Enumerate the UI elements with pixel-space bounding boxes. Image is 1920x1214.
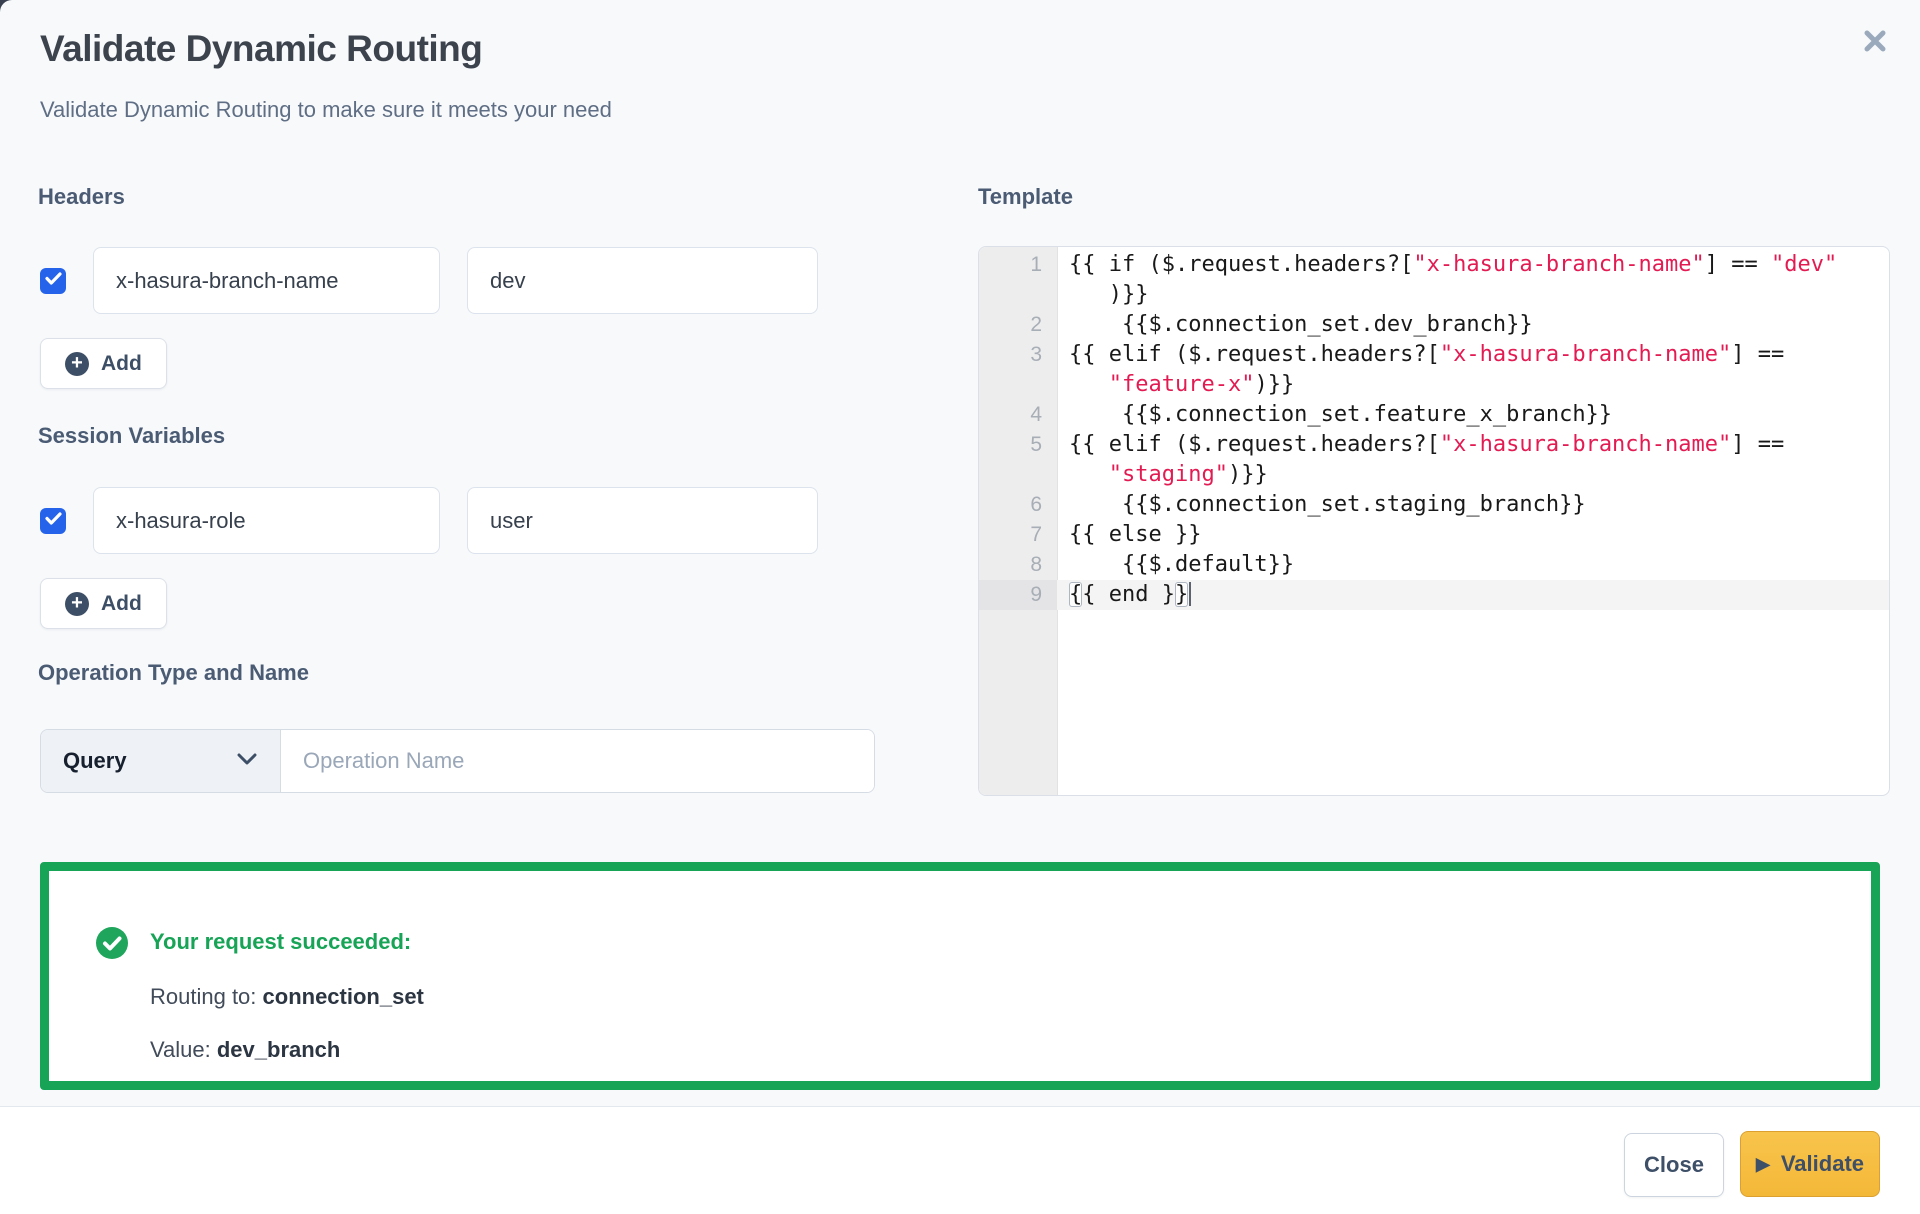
validate-button-label: Validate — [1780, 1151, 1864, 1176]
session-variable-key-input[interactable] — [93, 487, 440, 554]
session-variables-label: Session Variables — [38, 423, 226, 448]
value-value: dev_branch — [216, 1037, 341, 1062]
add-session-variable-label: Add — [101, 591, 142, 615]
code-line[interactable]: 1 {{ if ($.request.headers?["x-hasura-bra… — [979, 250, 1889, 280]
add-header-label: Add — [101, 351, 142, 375]
code-text: "staging")}} — [1108, 462, 1268, 487]
code-line[interactable]: "feature-x")}} — [979, 370, 1889, 400]
operation-name-input[interactable] — [281, 730, 874, 792]
code-line[interactable]: "staging")}} — [979, 460, 1889, 490]
line-number: 7 — [1030, 523, 1042, 546]
plus-icon: + — [65, 351, 89, 376]
line-number: 3 — [1030, 343, 1042, 366]
code-line[interactable]: )}} — [979, 280, 1889, 310]
validate-button[interactable]: ▶ Validate — [1740, 1131, 1880, 1197]
line-number: 4 — [1030, 403, 1042, 426]
code-text: )}} — [1069, 282, 1149, 307]
line-number: 1 — [1030, 253, 1042, 276]
line-number: 2 — [1030, 313, 1042, 336]
page-subtitle: Validate Dynamic Routing to make sure it… — [40, 97, 612, 122]
operation-control: Query — [40, 729, 875, 793]
header-key-input[interactable] — [93, 247, 440, 314]
line-number — [979, 280, 1057, 310]
code-text: {{ if ($.request.headers?["x-hasura-bran… — [1069, 252, 1838, 277]
close-button[interactable]: Close — [1624, 1133, 1724, 1197]
line-number: 5 — [1030, 433, 1042, 456]
success-heading: Your request succeeded: — [150, 929, 412, 954]
session-variable-checkbox[interactable] — [40, 508, 66, 534]
template-code-editor[interactable]: 1 {{ if ($.request.headers?["x-hasura-bra… — [978, 246, 1890, 796]
code-line[interactable]: 9{{ end }} — [979, 580, 1889, 610]
plus-icon: + — [65, 591, 89, 616]
value-line: Value: dev_branch — [150, 1037, 340, 1063]
code-lines: 1 {{ if ($.request.headers?["x-hasura-bra… — [979, 247, 1889, 795]
template-label: Template — [978, 184, 1073, 209]
footer-bar — [0, 1106, 1920, 1214]
header-row-checkbox[interactable] — [40, 268, 66, 294]
add-header-button[interactable]: + Add — [40, 338, 167, 389]
page-title: Validate Dynamic Routing — [40, 28, 483, 69]
code-line[interactable]: 8 {{$.default}} — [979, 550, 1889, 580]
close-button-label: Close — [1644, 1152, 1704, 1177]
chevron-down-icon — [236, 752, 258, 771]
routing-to-line: Routing to: connection_set — [150, 984, 424, 1010]
line-number — [979, 370, 1057, 400]
headers-label: Headers — [38, 184, 125, 209]
value-label: Value: — [150, 1037, 217, 1062]
checkbox-check-icon — [44, 272, 62, 290]
line-number: 9 — [979, 580, 1057, 610]
code-text: {{$.connection_set.feature_x_branch}} — [1069, 402, 1613, 427]
code-text: {{ elif ($.request.headers?["x-hasura-br… — [1069, 432, 1785, 457]
operation-type-select[interactable]: Query — [41, 730, 281, 792]
code-line[interactable]: 7 {{ else }} — [979, 520, 1889, 550]
code-line[interactable]: 4 {{$.connection_set.feature_x_branch}} — [979, 400, 1889, 430]
session-variable-value-input[interactable] — [467, 487, 818, 554]
code-text: {{ elif ($.request.headers?["x-hasura-br… — [1069, 342, 1785, 367]
routing-to-label: Routing to: — [150, 984, 263, 1009]
code-text: {{$.connection_set.staging_branch}} — [1069, 492, 1586, 517]
code-line[interactable]: 2 {{$.connection_set.dev_branch}} — [979, 310, 1889, 340]
add-session-variable-button[interactable]: + Add — [40, 578, 167, 629]
code-line[interactable]: 6 {{$.connection_set.staging_branch}} — [979, 490, 1889, 520]
routing-to-value: connection_set — [262, 984, 424, 1009]
line-number: 8 — [1030, 553, 1042, 576]
code-text: {{ end }} — [1057, 580, 1889, 610]
operation-type-value: Query — [63, 748, 127, 773]
code-text: "feature-x")}} — [1108, 372, 1295, 397]
success-check-icon — [95, 926, 129, 965]
validation-result-panel: Your request succeeded: Routing to: conn… — [40, 862, 1880, 1090]
line-number — [979, 460, 1057, 490]
header-value-input[interactable] — [467, 247, 818, 314]
code-text: {{ else }} — [1069, 522, 1202, 547]
checkbox-check-icon — [44, 512, 62, 530]
code-line[interactable]: 5 {{ elif ($.request.headers?["x-hasura-b… — [979, 430, 1889, 460]
close-icon[interactable] — [1858, 24, 1892, 58]
text-cursor — [1189, 582, 1192, 606]
play-icon: ▶ — [1756, 1154, 1770, 1174]
code-text: {{$.connection_set.dev_branch}} — [1069, 312, 1533, 337]
operation-type-and-name-label: Operation Type and Name — [38, 660, 309, 685]
line-number: 6 — [1030, 493, 1042, 516]
code-line[interactable]: 3 {{ elif ($.request.headers?["x-hasura-b… — [979, 340, 1889, 370]
code-text: {{$.default}} — [1069, 552, 1295, 577]
